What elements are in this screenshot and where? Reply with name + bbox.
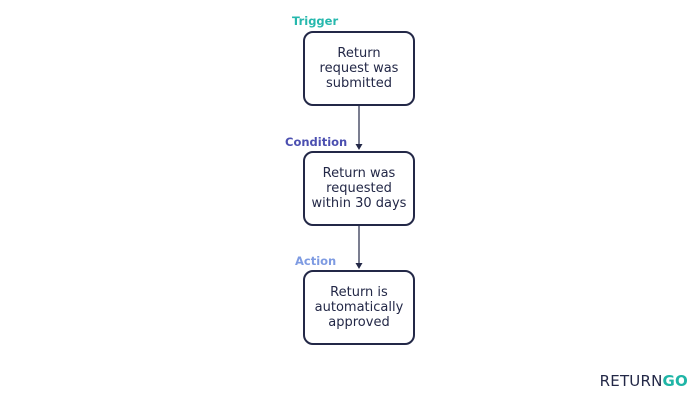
returngo-logo: RETURNGO — [600, 372, 688, 390]
trigger-label: Trigger — [292, 14, 339, 28]
connector-trigger-to-condition — [355, 106, 363, 150]
condition-label: Condition — [285, 135, 348, 149]
logo-text-go: GO — [662, 372, 688, 390]
connector-condition-to-action — [355, 226, 363, 269]
action-node: Return is automatically approved — [303, 270, 415, 345]
action-label: Action — [295, 254, 337, 268]
trigger-node: Return request was submitted — [303, 31, 415, 106]
logo-text-return: RETURN — [599, 372, 663, 390]
condition-node: Return was requested within 30 days — [303, 151, 415, 226]
